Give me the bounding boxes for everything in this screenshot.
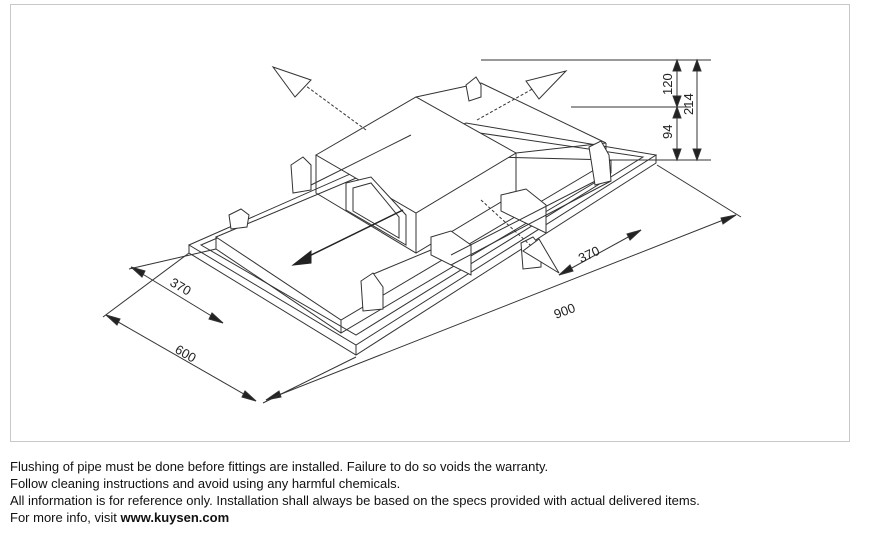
diagram-frame: 900 600 370 370 [10,4,850,442]
dimension-900-label: 900 [552,300,578,322]
dimension-94-label: 94 [660,125,675,139]
outlet-front [430,188,547,276]
dimension-vertical [481,58,711,162]
note-cleaning: Follow cleaning instructions and avoid u… [10,476,401,491]
dimension-370-right-label: 370 [576,243,602,266]
dimension-214-label: 214 [681,93,696,115]
dimension-600-label: 600 [173,342,199,366]
airflow-arrows [271,66,568,274]
note-more-info: For more info, visit www.kuysen.com [10,509,860,526]
dimension-120-label: 120 [660,73,675,95]
note-reference: All information is for reference only. I… [10,493,700,508]
dimension-370-left [128,248,224,324]
dimension-600 [102,252,257,402]
note-flushing: Flushing of pipe must be done before fit… [10,459,549,474]
outlet-left [345,176,407,246]
cassette-dimension-diagram: 900 600 370 370 [102,58,742,404]
dimension-370-right [558,229,642,276]
installation-notes: Flushing of pipe must be done before fit… [10,458,860,526]
website-link[interactable]: www.kuysen.com [120,510,230,525]
dimension-370-left-label: 370 [168,275,194,299]
rails [310,134,612,276]
dimension-900 [262,164,742,404]
note-more-info-prefix: For more info, visit [10,510,121,525]
